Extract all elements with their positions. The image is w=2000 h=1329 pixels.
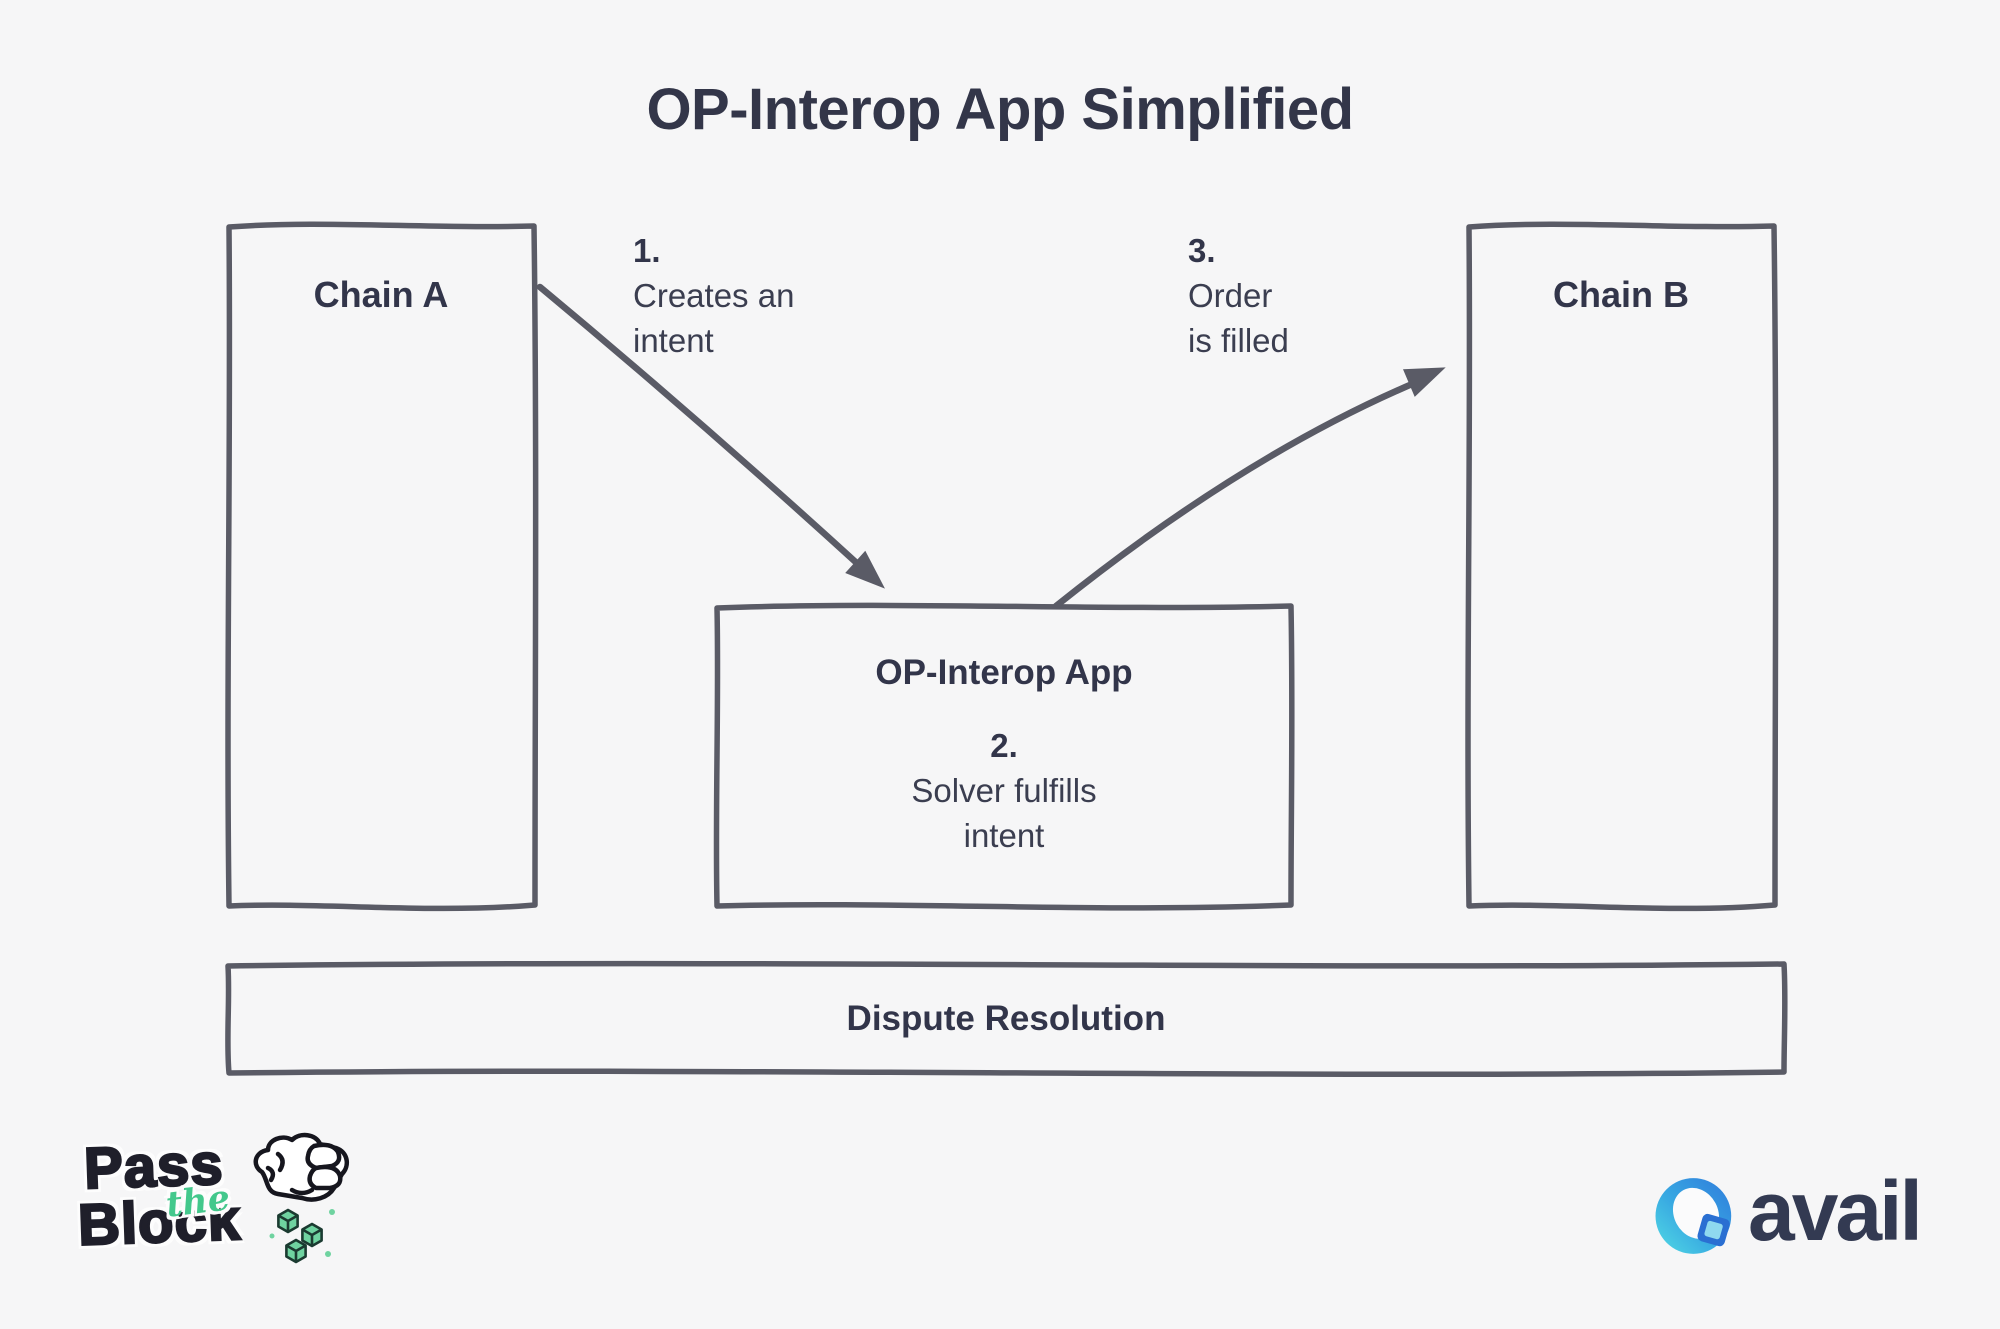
step-1-annotation: 1. Creates an intent — [633, 228, 794, 363]
op-interop-app-label: OP-Interop App — [875, 653, 1133, 692]
avail-wordmark: avail — [1748, 1164, 1923, 1258]
step-1-text: Creates an intent — [633, 277, 795, 359]
step-3-text: Order is filled — [1188, 277, 1289, 359]
dice-icon — [277, 1208, 323, 1264]
dispute-resolution-box — [225, 960, 1788, 1078]
step-2-text: Solver fulfills intent — [911, 772, 1097, 854]
page-title: OP-Interop App Simplified — [646, 77, 1354, 142]
sparkle-dots-icon — [269, 1209, 335, 1257]
avail-logo-icon — [1655, 1178, 1732, 1254]
op-interop-app-content: OP-Interop App 2. Solver fulfills intent — [714, 650, 1294, 858]
fist-icon — [253, 1132, 350, 1264]
avail-logo: avail — [1650, 1160, 1970, 1280]
pass-the-block-word-the: the — [163, 1177, 233, 1226]
chain-a-label: Chain A — [313, 274, 449, 315]
chain-b-box — [1465, 221, 1779, 912]
dispute-resolution-label: Dispute Resolution — [846, 999, 1166, 1038]
step-3-annotation: 3. Order is filled — [1188, 228, 1289, 363]
step-1-number: 1. — [633, 232, 661, 269]
chain-b-label: Chain B — [1552, 274, 1689, 315]
chain-a-box — [225, 221, 539, 912]
op-interop-app-box — [713, 602, 1295, 911]
pass-the-block-logo: Pass the Block — [76, 1128, 378, 1288]
step-3-number: 3. — [1188, 232, 1216, 269]
order-filled-arrow-icon — [1052, 367, 1446, 610]
step-2-number: 2. — [990, 727, 1018, 764]
create-intent-arrow-icon — [536, 283, 885, 589]
